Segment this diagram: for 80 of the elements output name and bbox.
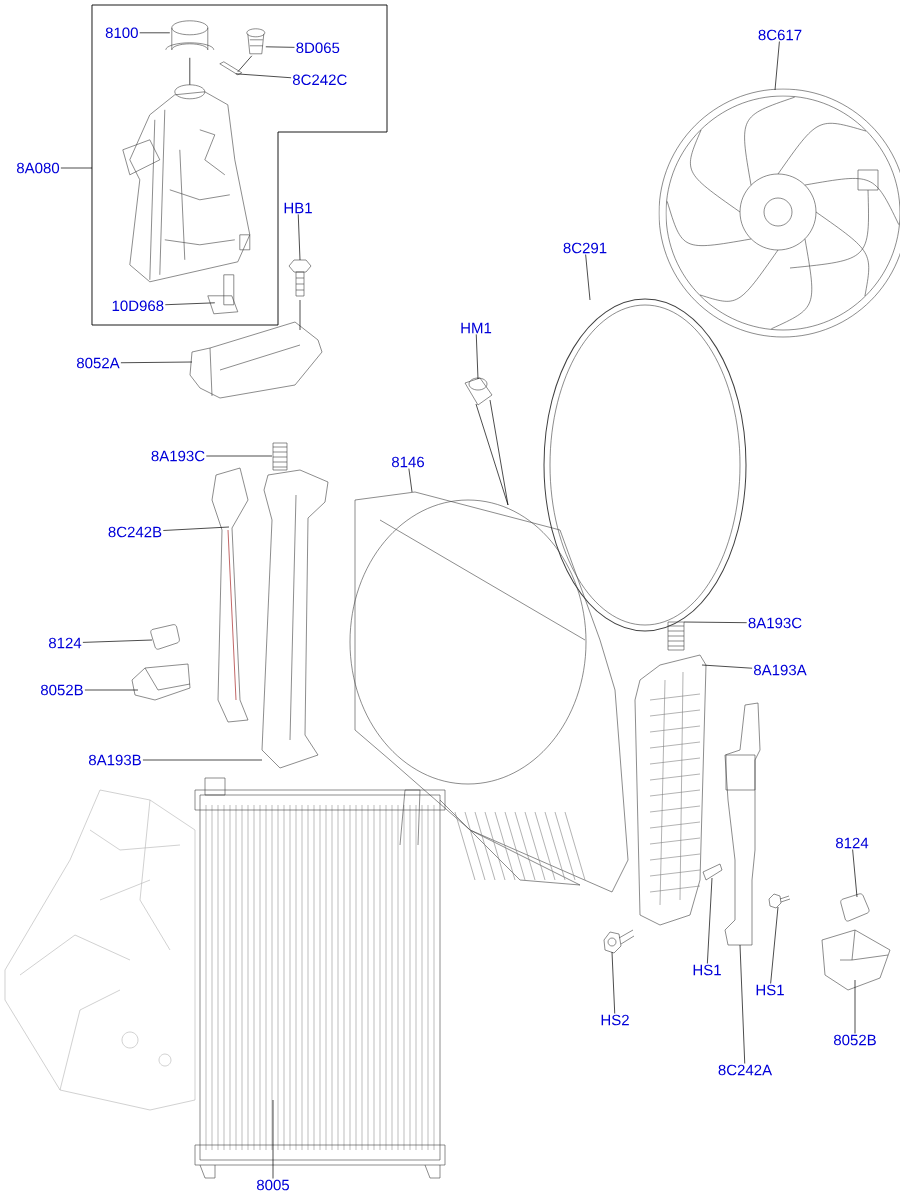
leader-line [205,455,273,457]
callout-label: HB1 [284,202,312,214]
leader-line [585,254,591,301]
leader-line [739,944,746,1064]
leader-line [852,849,858,898]
part-drawing [194,777,446,1179]
leader-line [701,664,753,669]
part-drawing [288,259,312,297]
callout-label: 8C617 [758,29,802,41]
callout-label: HM1 [461,322,492,334]
callout-label: 8A193C [151,450,205,462]
callout-label: 8A193B [88,754,141,766]
leader-line [189,57,191,86]
callout-label: 8C242C [292,74,347,86]
leader-line [272,1099,274,1179]
part-drawing [634,654,707,926]
part-drawing [724,702,761,946]
leader-line [84,689,139,691]
leader-line [235,73,292,79]
part-drawing [349,491,629,893]
callout-label: 8052B [834,1034,876,1046]
callout-label: 8052A [76,357,120,369]
leader-line [854,979,856,1034]
part-drawing [667,621,685,651]
leader-line [683,621,748,624]
part-drawing [658,88,900,338]
leader-line [82,639,153,643]
leader-line [142,759,263,761]
part-drawing [246,28,266,55]
callout-label: HS1 [756,984,784,996]
part-drawing [261,469,329,769]
callout-label: 8124 [836,837,869,849]
leader-line [611,951,616,1014]
part-drawing [768,893,791,909]
leader-line [164,302,216,306]
part-drawing [543,298,747,632]
part-drawing [122,84,251,283]
callout-label: HS1 [693,964,721,976]
callout-label: HS2 [601,1014,629,1026]
leader-line [707,877,713,964]
callout-label: 8100 [105,27,138,39]
leader-line [475,334,479,380]
part-drawing [131,663,191,701]
leader-line [237,55,253,73]
leader-line [120,361,193,364]
part-drawing [272,442,288,471]
leader-line [60,167,93,169]
leader-line [297,214,301,261]
callout-label: 10D968 [112,300,164,312]
leader-line [770,906,779,984]
part-drawing [211,467,249,723]
callout-label: 8C242A [718,1064,773,1076]
part-drawing [150,624,180,650]
callout-label: 8124 [49,637,82,649]
leader-line [408,468,413,493]
leader-line [489,399,509,506]
callout-label: 8C242B [108,526,162,538]
callout-label: 8C291 [563,242,607,254]
leader-line [774,41,780,91]
callout-label: 8D065 [296,42,340,54]
part-drawing [165,20,215,51]
part-drawing [603,929,635,954]
leader-line [139,32,171,34]
part-drawing [207,274,239,315]
callout-label: 8005 [257,1179,290,1191]
group-frame [91,4,388,326]
part-drawing [189,321,323,399]
part-drawing [821,929,891,991]
callout-label: 8A193A [754,664,807,676]
leader-line [265,46,295,48]
callout-label: 8A080 [16,162,60,174]
part-drawing [219,61,243,76]
part-drawing [464,377,493,406]
callout-label: 8146 [392,456,424,468]
leader-line [299,299,301,331]
part-drawing [702,863,723,881]
leader-line [162,526,230,531]
callout-label: 8052B [40,684,83,696]
part-drawing [840,893,870,922]
callout-label: 8A193C [748,617,802,629]
